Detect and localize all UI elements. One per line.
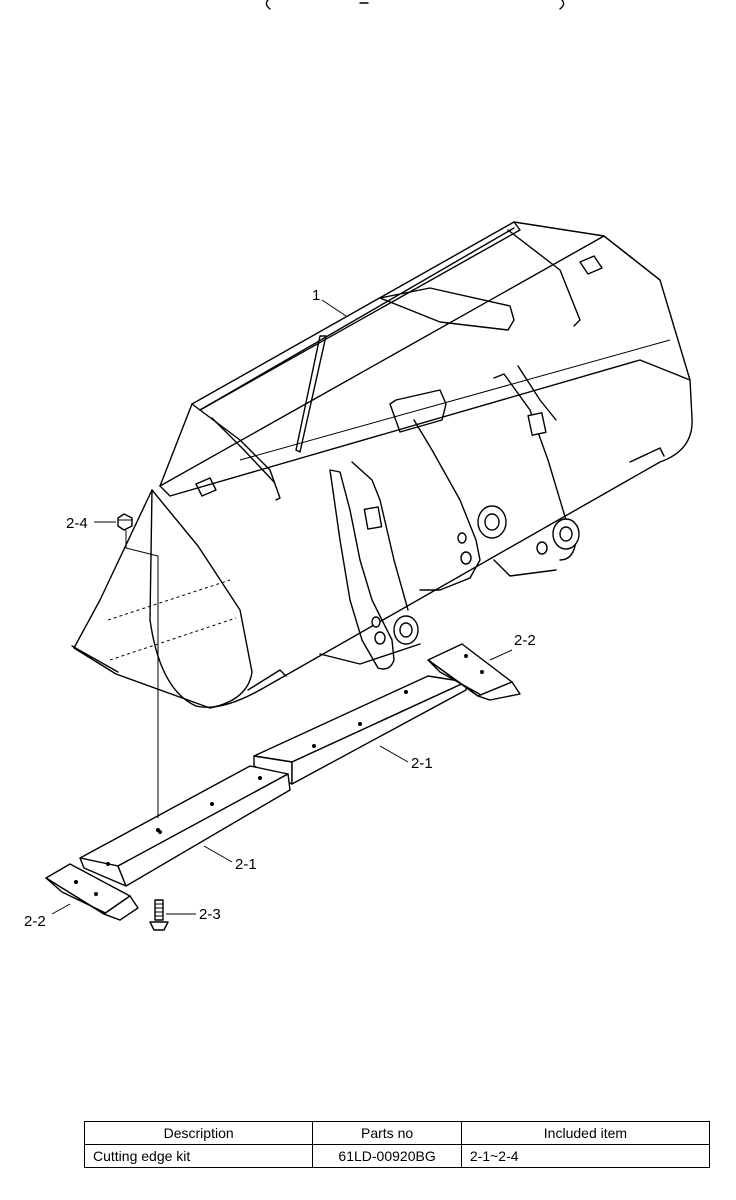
parts-table-header: Description Parts no Included item xyxy=(83,1121,711,1145)
bucket-body xyxy=(71,221,693,709)
header-description: Description xyxy=(83,1121,314,1145)
callout-bolt: 2-3 xyxy=(199,906,221,923)
callout-nut: 2-4 xyxy=(66,515,88,532)
callout-end-left: 2-2 xyxy=(24,913,46,930)
callout-edge-left: 2-1 xyxy=(235,856,257,873)
cell-included-item: 2-1~2-4 xyxy=(460,1144,711,1168)
cutting-edge-segments xyxy=(79,675,467,887)
header-included-item: Included item xyxy=(460,1121,711,1145)
parts-table: Description Parts no Included item Cutti… xyxy=(83,1121,711,1168)
exploded-parts-diagram: 1 2-2 2-1 2-1 2-2 2-3 2-4 xyxy=(24,0,693,931)
leader-lines xyxy=(51,299,513,915)
table-row: Cutting edge kit 61LD-00920BG 2-1~2-4 xyxy=(83,1144,711,1168)
end-bits xyxy=(45,643,521,921)
bucket-mounting-brackets xyxy=(329,365,580,670)
cell-description: Cutting edge kit xyxy=(83,1144,314,1168)
header-parts-no: Parts no xyxy=(312,1121,462,1145)
callout-bucket: 1 xyxy=(312,287,320,304)
clipped-title-fragment xyxy=(265,0,565,10)
bolt-and-nut xyxy=(117,513,169,931)
callout-edge-right: 2-1 xyxy=(411,755,433,772)
callout-end-right: 2-2 xyxy=(514,632,536,649)
cell-parts-no: 61LD-00920BG xyxy=(312,1144,462,1168)
